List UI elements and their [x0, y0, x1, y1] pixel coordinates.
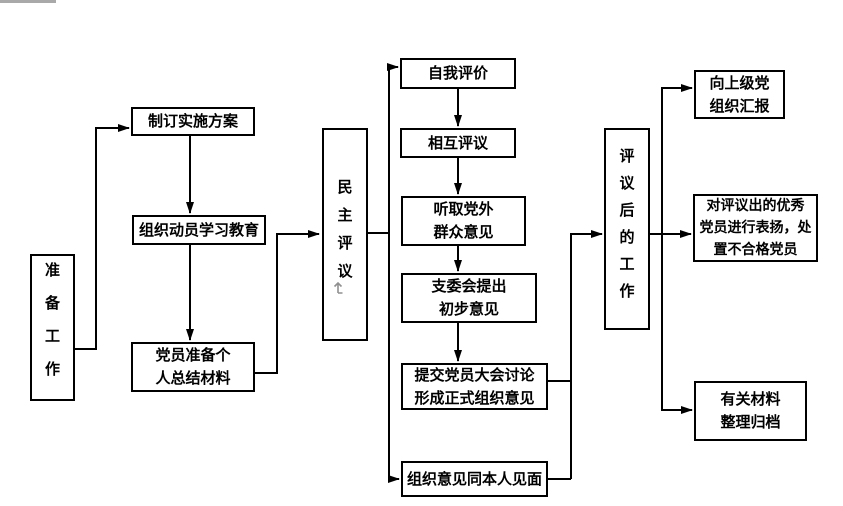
node-listen-masses[interactable]: 听取党外 群众意见 [401, 196, 526, 246]
node-archive-label-line2: 整理归档 [720, 413, 781, 431]
node-democratic-review-label: 民主评议 [335, 178, 354, 291]
node-materials-label-line1: 党员准备个 [155, 346, 231, 364]
node-archive-label-line1: 有关材料 [720, 390, 781, 408]
node-after-work-label: 评议后的工作 [617, 148, 636, 310]
node-materials[interactable]: 党员准备个 人总结材料 [131, 342, 255, 392]
node-report-superior-label-line2: 组织汇报 [709, 96, 770, 115]
node-self-evaluation[interactable]: 自我评价 [400, 58, 516, 89]
node-materials-label-line2: 人总结材料 [155, 369, 231, 387]
connector-prepare-to-plan [75, 124, 130, 350]
connector-spine-to-self-evaluation [387, 63, 399, 233]
node-submit-assembly-label-line1: 提交党员大会讨论 [414, 365, 535, 384]
node-self-evaluation-label: 自我评价 [427, 64, 488, 82]
connector-spine2-to-after-work [570, 230, 603, 479]
node-committee-opinion-label-line1: 支委会提出 [431, 277, 507, 295]
node-plan[interactable]: 制订实施方案 [131, 107, 255, 136]
node-plan-label: 制订实施方案 [147, 112, 238, 130]
node-prepare[interactable]: 准备工作 [30, 254, 75, 401]
node-listen-masses-label-line2: 群众意见 [433, 223, 494, 241]
anchor-icon [333, 281, 343, 294]
node-listen-masses-label-line1: 听取党外 [433, 200, 494, 218]
node-archive[interactable]: 有关材料 整理归档 [694, 381, 807, 441]
node-mutual-review-label: 相互评议 [427, 133, 488, 152]
node-report-superior-label-line1: 向上级党 [709, 73, 770, 92]
node-submit-assembly[interactable]: 提交党员大会讨论 形成正式组织意见 [401, 363, 548, 410]
node-mobilize[interactable]: 组织动员学习教育 [132, 215, 266, 245]
node-committee-opinion-label-line2: 初步意见 [438, 300, 499, 318]
node-report-superior[interactable]: 向上级党 组织汇报 [694, 70, 785, 119]
node-democratic-review[interactable]: 民主评议 [322, 128, 368, 341]
node-submit-assembly-label-line2: 形成正式组织意见 [414, 388, 535, 407]
node-after-work[interactable]: 评议后的工作 [604, 128, 650, 330]
connector-spine3-to-report [661, 84, 693, 234]
node-praise-dispose-label-line1: 对评议出的优秀 [706, 198, 805, 214]
connector-spine-to-meet-person [388, 233, 400, 483]
node-praise-dispose[interactable]: 对评议出的优秀 党员进行表扬，处 置不合格党员 [693, 194, 818, 262]
node-meet-person-label: 组织意见同本人见面 [406, 469, 542, 488]
node-meet-person[interactable]: 组织意见同本人见面 [401, 461, 548, 497]
connector-spine3-to-archive [661, 234, 693, 414]
node-praise-dispose-label-line2: 党员进行表扬，处 [699, 220, 812, 236]
node-prepare-label: 准备工作 [43, 261, 61, 394]
connector-materials-to-democratic-review [255, 230, 320, 374]
node-praise-dispose-label-line3: 置不合格党员 [713, 242, 798, 258]
window-edge-artifact [0, 0, 56, 3]
node-mutual-review[interactable]: 相互评议 [400, 128, 516, 158]
node-mobilize-label: 组织动员学习教育 [138, 220, 259, 239]
node-committee-opinion[interactable]: 支委会提出 初步意见 [401, 273, 537, 323]
